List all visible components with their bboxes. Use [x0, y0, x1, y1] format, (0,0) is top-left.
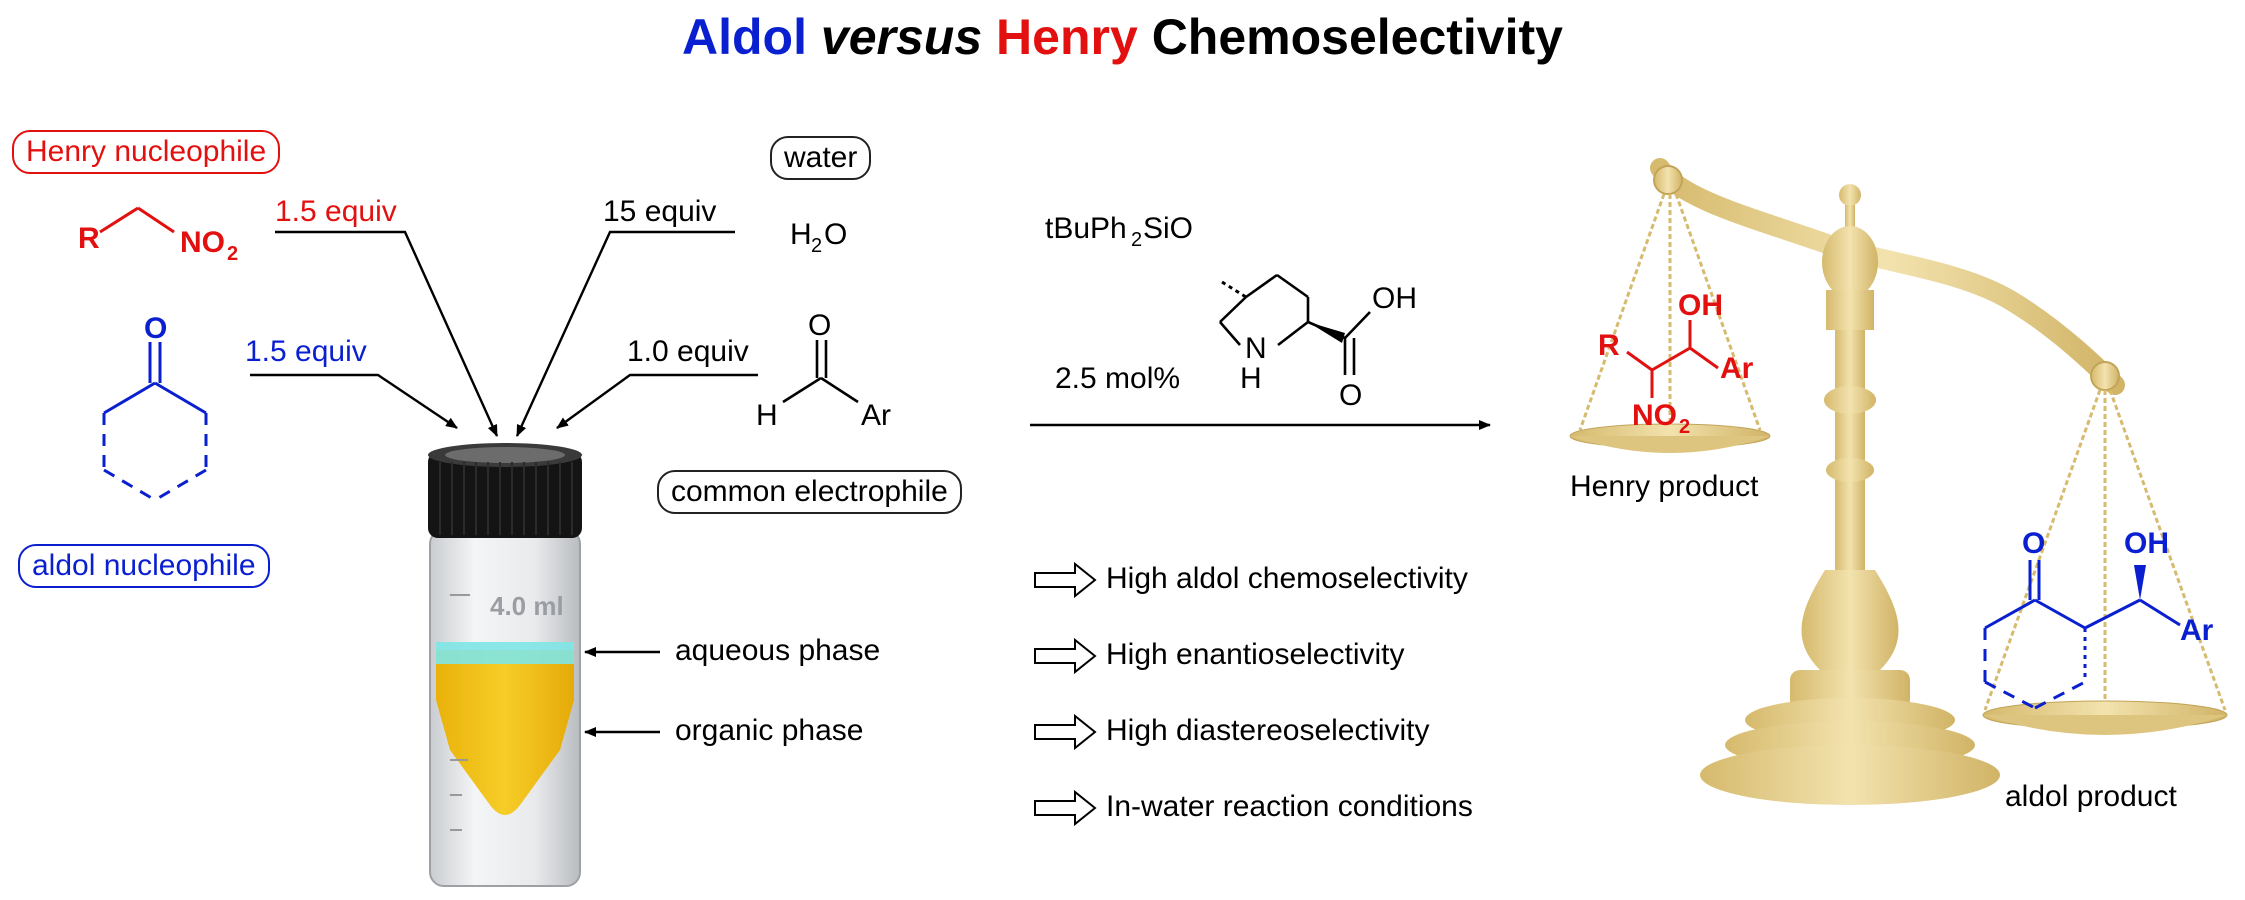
catalyst-silyl-subscript: 2	[1131, 229, 1142, 251]
page-title: Aldol versus Henry Chemoselectivity	[0, 8, 2245, 66]
catalyst-silyl-a: tBuPh	[1045, 212, 1127, 245]
aldehyde-O-atom: O	[808, 309, 831, 342]
aldol-equiv-label: 1.5 equiv	[245, 335, 367, 368]
catalyst-structure	[1219, 273, 1371, 375]
reagent-arrows	[250, 230, 758, 437]
title-aldol: Aldol	[682, 9, 807, 65]
aldol-product-structure	[1983, 560, 2181, 710]
henry-product-OH: OH	[1678, 289, 1723, 322]
henry-product-label: Henry product	[1570, 470, 1759, 503]
catalyst-OH-atom: OH	[1372, 282, 1417, 315]
water-label: water	[770, 136, 872, 180]
electrophile-equiv-label: 1.0 equiv	[627, 335, 749, 368]
henry-product-structure	[1626, 320, 1719, 398]
catalyst-O-atom: O	[1339, 379, 1362, 412]
aldehyde-H-atom: H	[756, 399, 778, 432]
aldol-product-wedge-bond	[2134, 565, 2146, 600]
feature-3: High diastereoselectivity	[1106, 714, 1430, 747]
feature-2: High enantioselectivity	[1106, 638, 1405, 671]
aldol-O-atom: O	[144, 312, 167, 345]
henry-equiv-label: 1.5 equiv	[275, 195, 397, 228]
catalyst-N-atom: N	[1245, 332, 1267, 365]
water-subscript: 2	[811, 235, 822, 257]
feature-arrows	[1034, 561, 1097, 827]
henry-nucleophile-label: Henry nucleophile	[12, 130, 281, 174]
aldol-product-OH: OH	[2124, 527, 2169, 560]
feature-4: In-water reaction conditions	[1106, 790, 1473, 823]
aldol-product-label: aldol product	[2005, 780, 2177, 813]
title-versus: versus	[820, 9, 983, 65]
reaction-vial	[428, 443, 582, 887]
catalyst-loading: 2.5 mol%	[1055, 362, 1180, 395]
aldehyde-structure	[782, 340, 859, 404]
henry-nucleophile-structure: R NO 2	[78, 206, 238, 265]
balance-scale	[1569, 158, 2228, 805]
vial-volume-mark: 4.0 ml	[490, 591, 564, 621]
henry-product-NO: NO	[1632, 399, 1677, 432]
henry-product-Ar: Ar	[1720, 352, 1754, 385]
catalyst-wedge-bond	[1308, 322, 1345, 343]
title-chemoselectivity: Chemoselectivity	[1151, 9, 1563, 65]
water-O: O	[824, 218, 847, 251]
water-H: H	[790, 218, 812, 251]
aqueous-phase-label: aqueous phase	[675, 634, 881, 667]
henry-R-atom: R	[78, 222, 100, 255]
organic-phase-label: organic phase	[675, 714, 864, 747]
aldol-product-O: O	[2022, 527, 2045, 560]
aldol-nucleophile-structure	[102, 342, 208, 502]
henry-product-NO-subscript: 2	[1679, 416, 1690, 438]
electrophile-label: common electrophile	[657, 470, 962, 514]
aldehyde-Ar-atom: Ar	[861, 399, 891, 432]
henry-product-R: R	[1598, 329, 1620, 362]
feature-1: High aldol chemoselectivity	[1106, 562, 1468, 595]
title-henry: Henry	[996, 9, 1138, 65]
henry-NO-atom: NO	[180, 226, 225, 259]
catalyst-silyl-b: SiO	[1143, 212, 1193, 245]
aldol-product-Ar: Ar	[2180, 614, 2214, 647]
henry-NO-subscript: 2	[227, 243, 238, 265]
water-equiv-label: 15 equiv	[603, 195, 717, 228]
catalyst-H-atom: H	[1240, 362, 1262, 395]
aldol-nucleophile-label: aldol nucleophile	[18, 544, 270, 588]
